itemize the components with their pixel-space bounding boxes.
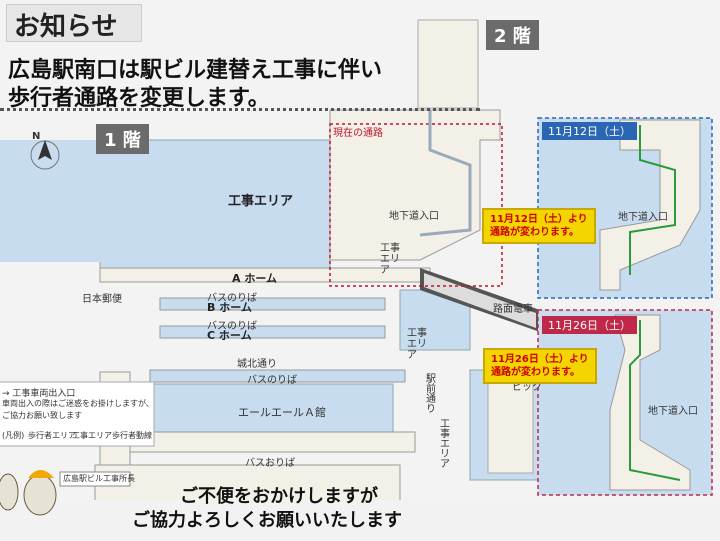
legend-line-6: 工事エリア [72, 431, 112, 440]
north-label: N [32, 131, 41, 142]
bottom-strip [0, 500, 720, 541]
big-label: ビック [512, 382, 542, 393]
callout-nov12-line1: 11月12日（土）より [490, 214, 588, 225]
walkway-south [129, 431, 416, 453]
bus-stop-label-1: バスのりば [207, 293, 257, 304]
construction-area-label: 工事エリア [228, 194, 294, 209]
callout-nov26-line2: 通路が変わります。 [491, 367, 580, 378]
helmet-icon [28, 470, 54, 478]
floor-1-tag: 1 階 [96, 124, 149, 154]
footer-line-2: ご協力よろしくお願いいたします [132, 510, 402, 531]
office-box [59, 471, 131, 487]
callout-nov12: 11月12日（土）より 通路が変わります。 [482, 208, 596, 244]
a-home-label: A ホーム [232, 272, 278, 285]
bus-stop-label-2: バスのりば [207, 321, 257, 332]
mascot-icon [23, 474, 57, 516]
walkway-main [329, 109, 501, 261]
legend-line-5: 歩行者エリア [28, 431, 76, 440]
title-box [6, 4, 142, 42]
east-path [487, 377, 534, 474]
legend-line-1: → 工事車両出入口 [2, 389, 76, 399]
announcement-line-2: 歩行者通路を変更します。 [8, 86, 270, 111]
legend-line-2: 車両出入の際はご迷惑をお掛けしますが、 [2, 399, 154, 408]
bus-getoff-label: バスおりば [245, 458, 295, 469]
c-home-strip [159, 325, 386, 339]
current-path-label: 現在の通路 [333, 128, 383, 139]
inset2-underground-label: 地下道入口 [648, 406, 698, 417]
construction-small-label: 工事 エリア [380, 243, 400, 276]
route-line [419, 110, 472, 237]
announcement-line-1: 広島駅南口は駅ビル建替え工事に伴い [8, 58, 383, 83]
legend-line-4: (凡例) [2, 431, 25, 440]
floor-2-tag: 2 階 [486, 20, 539, 50]
joto-street-label: 城北通り [237, 359, 277, 370]
inset2-route [629, 320, 681, 481]
b-home-strip [159, 297, 386, 311]
mascot2-icon [0, 473, 19, 511]
legend-line-7: 歩行者動線 [112, 431, 152, 440]
divider-dots [0, 108, 480, 111]
ekimae-street-label: 駅前通り [426, 374, 436, 415]
west-block [0, 140, 110, 262]
bus-stop-label-3: バスのりば [247, 375, 297, 386]
bus-home-strip [149, 369, 406, 383]
b-home-label: B ホーム [207, 301, 252, 314]
walkway-vertical [417, 19, 479, 109]
underground-entrance-label: 地下道入口 [389, 211, 439, 222]
callout-nov26-line1: 11月26日（土）より [491, 354, 589, 365]
aeru-a-building [147, 383, 394, 433]
japan-post-label: 日本郵便 [82, 294, 122, 305]
inset-nov26-label: 11月26日（土） [542, 316, 637, 334]
legend-line-3: ご協力お願い致します [2, 411, 82, 420]
tram-label: 路面電車 [493, 304, 533, 315]
office-label: 広島駅ビル工事所長 [63, 474, 135, 483]
legend-box [0, 381, 155, 447]
compass-needle [38, 140, 52, 160]
callout-nov26: 11月26日（土）より 通路が変わります。 [483, 348, 597, 384]
current-path-box [329, 123, 503, 287]
page-title: お知らせ [14, 12, 118, 42]
inset1-underground-label: 地下道入口 [618, 212, 668, 223]
aeru-a-label: エールエールＡ館 [238, 406, 326, 419]
inset-nov12-label: 11月12日（土） [542, 122, 637, 140]
construction-small-label-2: 工事 エリア [407, 328, 427, 361]
footer-line-1: ご不便をおかけしますが [180, 486, 378, 507]
construction-area-block [99, 139, 331, 273]
callout-nov12-line2: 通路が変わります。 [490, 227, 579, 238]
inset1-route [629, 125, 676, 275]
construction-vertical-label: 工事エリア [440, 419, 450, 470]
inset1-walkway [599, 119, 701, 291]
c-home-label: C ホーム [207, 329, 252, 342]
